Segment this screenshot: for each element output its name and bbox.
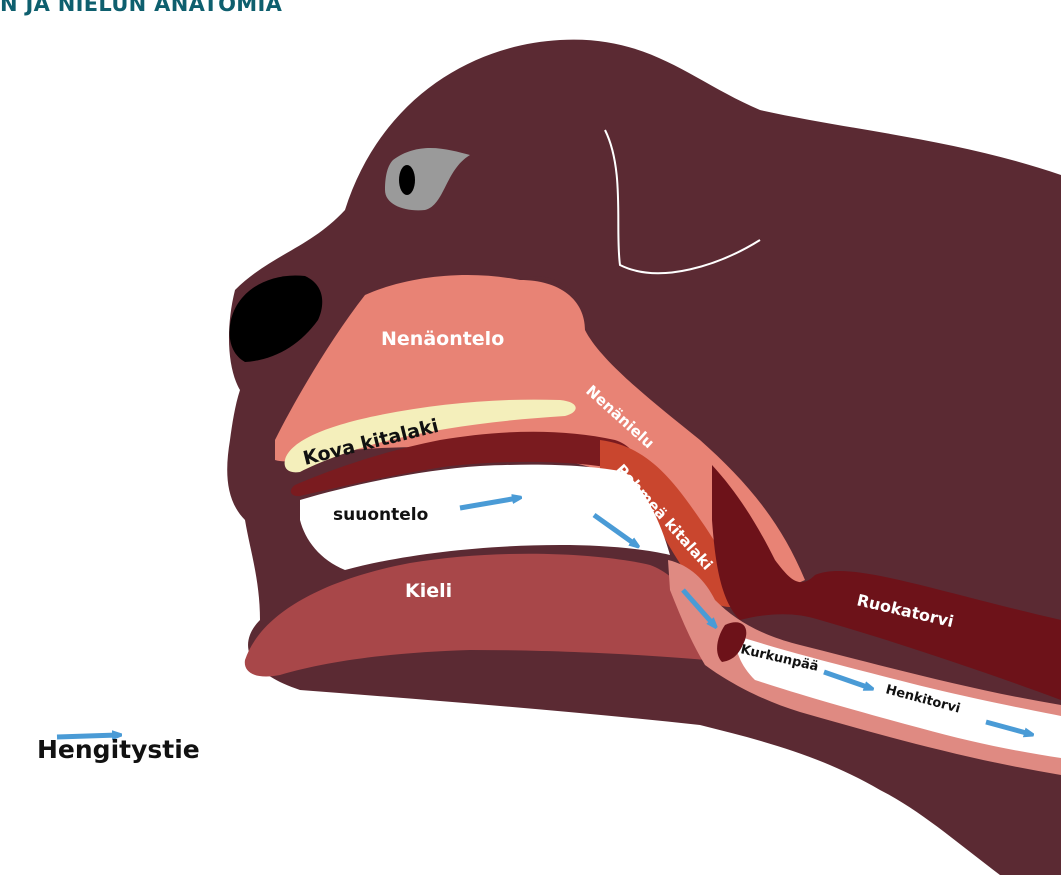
legend-label: Hengitystie [37, 735, 200, 764]
eye-pupil [399, 165, 415, 195]
label-oral-cavity: suuontelo [333, 505, 428, 525]
label-tongue: Kieli [405, 580, 452, 602]
label-nasal-cavity: Nenäontelo [381, 328, 504, 350]
